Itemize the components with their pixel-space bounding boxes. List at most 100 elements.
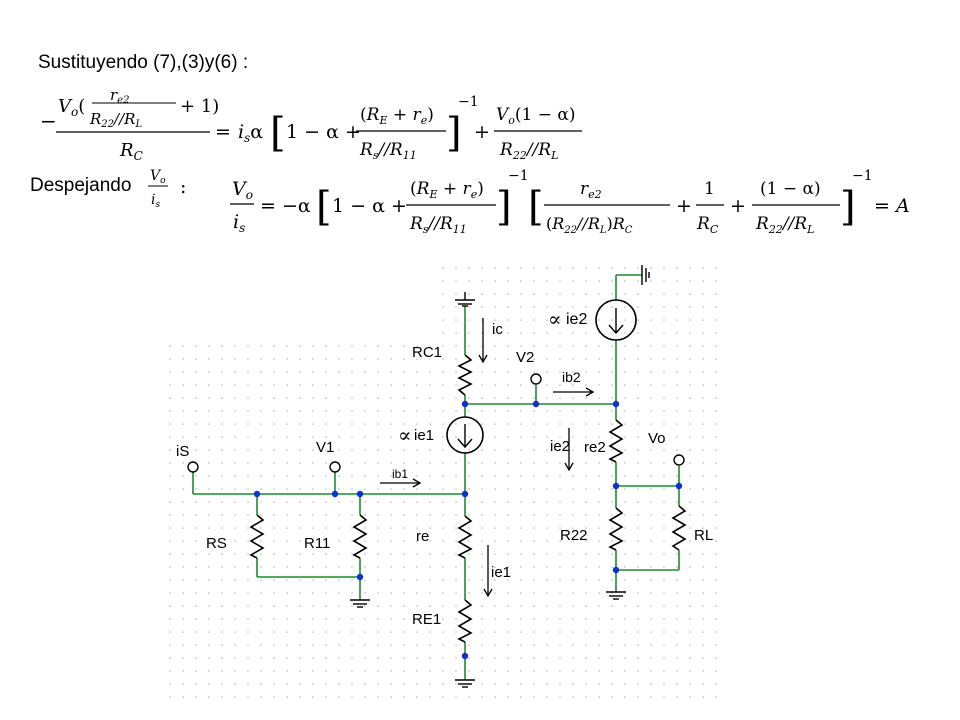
grid-dot [351,592,353,594]
grid-dot [676,332,678,334]
grid-dot [507,345,509,347]
grid-dot [442,449,444,451]
grid-dot [442,397,444,399]
grid-dot [676,683,678,685]
grid-dot [546,423,548,425]
grid-dot [663,696,665,698]
grid-dot [546,410,548,412]
grid-dot [585,657,587,659]
grid-dot [299,488,301,490]
grid-dot [637,319,639,321]
grid-dot [546,306,548,308]
grid-dot [585,566,587,568]
grid-dot [585,618,587,620]
grid-dot [390,488,392,490]
grid-dot [598,488,600,490]
grid-dot [702,540,704,542]
grid-dot [637,527,639,529]
grid-dot [598,332,600,334]
grid-dot [611,683,613,685]
grid-dot [364,696,366,698]
grid-dot [468,423,470,425]
grid-dot [546,501,548,503]
grid-dot [195,527,197,529]
grid-dot [403,358,405,360]
grid-dot [624,683,626,685]
grid-dot [312,696,314,698]
grid-dot [273,696,275,698]
grid-dot [260,696,262,698]
terminal-vo [673,454,685,466]
wires [192,274,680,680]
grid-dot [507,618,509,620]
grid-dot [481,657,483,659]
grid-dot [169,592,171,594]
grid-dot [533,423,535,425]
grid-dot [715,579,717,581]
grid-dot [364,410,366,412]
grid-dot [403,423,405,425]
grid-dot [442,488,444,490]
grid-dot [533,345,535,347]
grid-dot [377,553,379,555]
grid-dot [494,683,496,685]
grid-dot [351,475,353,477]
grid-dot [507,540,509,542]
grid-dot [299,423,301,425]
grid-dot [676,345,678,347]
grid-dot [221,566,223,568]
grid-dot [312,423,314,425]
grid-dot [338,631,340,633]
grid-dot [247,462,249,464]
grid-dot [637,475,639,477]
grid-dot [455,605,457,607]
grid-dot [312,670,314,672]
grid-dot [299,657,301,659]
grid-dot [377,371,379,373]
grid-dot [637,592,639,594]
heading-despejando: Despejando [30,175,132,196]
grid-dot [273,397,275,399]
grid-dot [624,410,626,412]
grid-dot [689,527,691,529]
grid-dot [351,371,353,373]
grid-dot [247,397,249,399]
grid-dot [221,553,223,555]
grid-dot [546,332,548,334]
grid-dot [702,384,704,386]
grid-dot [273,410,275,412]
grid-dot [559,657,561,659]
grid-dot [455,267,457,269]
grid-dot [286,345,288,347]
grid-dot [338,683,340,685]
grid-dot [364,670,366,672]
grid-dot [481,514,483,516]
resistor-rc1 [457,354,473,396]
grid-dot [208,670,210,672]
grid-dot [351,566,353,568]
grid-dot [689,683,691,685]
grid-dot [247,514,249,516]
grid-dot [494,631,496,633]
grid-dot [468,345,470,347]
grid-dot [533,527,535,529]
grid-dot [468,397,470,399]
grid-dot [364,618,366,620]
grid-dot [429,618,431,620]
grid-dot [507,501,509,503]
grid-dot [312,501,314,503]
grid-dot [611,449,613,451]
grid-dot [299,579,301,581]
grid-dot [572,501,574,503]
grid-dot [533,566,535,568]
grid-dot [637,436,639,438]
grid-dot [624,501,626,503]
grid-dot [416,696,418,698]
grid-dot [689,436,691,438]
grid-dot [390,514,392,516]
grid-dot [182,384,184,386]
grid-dot [468,696,470,698]
grid-dot [702,579,704,581]
grid-dot [299,670,301,672]
grid-dot [689,605,691,607]
